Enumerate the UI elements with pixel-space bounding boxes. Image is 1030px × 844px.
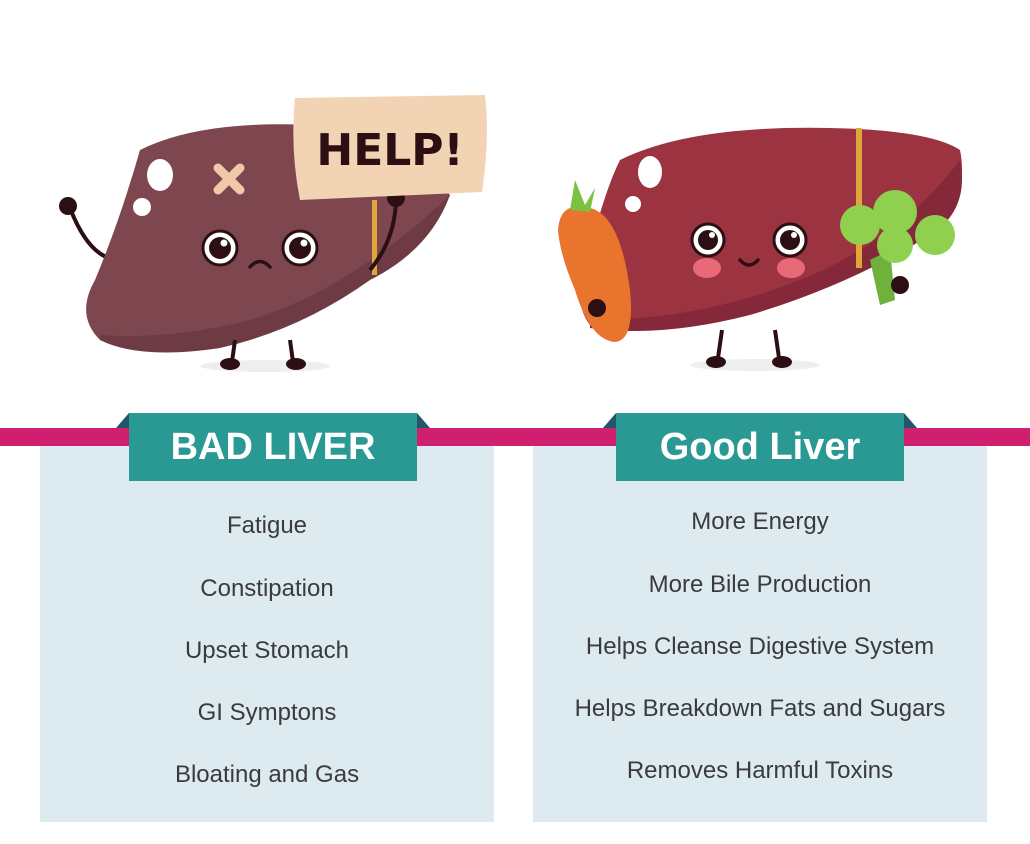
bad-item: GI Symptons [197, 699, 337, 726]
bad-item: Upset Stomach [184, 637, 350, 664]
bad-item: Bloating and Gas [174, 761, 360, 788]
bad-liver-illustration: HELP! [59, 95, 487, 372]
good-item: More Energy [691, 508, 829, 535]
ribbon-fold [417, 413, 430, 428]
good-item: Helps Cleanse Digestive System [585, 633, 935, 660]
good-item: Helps Breakdown Fats and Sugars [574, 695, 946, 722]
ribbon-fold [116, 413, 129, 428]
good-item: Removes Harmful Toxins [626, 757, 894, 784]
good-liver-illustration [558, 127, 962, 371]
bad-liver-panel: Fatigue Constipation Upset Stomach GI Sy… [40, 446, 494, 822]
bad-liver-title: BAD LIVER [129, 413, 417, 481]
help-sign-text: HELP! [316, 125, 463, 176]
ribbon-fold [603, 413, 616, 428]
good-liver-panel: More Energy More Bile Production Helps C… [533, 446, 987, 822]
good-liver-title: Good Liver [616, 413, 904, 481]
bad-item: Constipation [200, 575, 334, 602]
bad-item: Fatigue [226, 512, 308, 539]
ribbon-fold [904, 413, 917, 428]
good-item: More Bile Production [648, 571, 872, 598]
